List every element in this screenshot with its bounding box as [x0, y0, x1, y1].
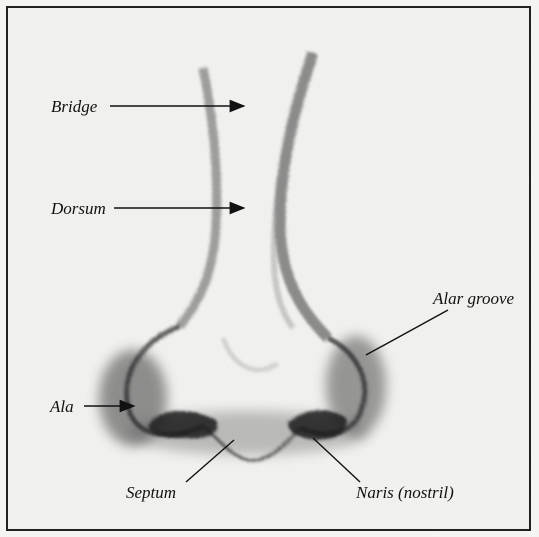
- label-ala-text: Ala: [49, 397, 74, 416]
- label-alar-groove-text: Alar groove: [432, 289, 515, 308]
- label-naris-text: Naris (nostril): [355, 483, 454, 502]
- label-bridge-text: Bridge: [51, 97, 98, 116]
- label-septum-text: Septum: [126, 483, 176, 502]
- label-dorsum-text: Dorsum: [50, 199, 106, 218]
- nose-diagram: Bridge Dorsum Alar groove Ala Septum Nar…: [8, 8, 531, 531]
- diagram-frame: Bridge Dorsum Alar groove Ala Septum Nar…: [6, 6, 531, 531]
